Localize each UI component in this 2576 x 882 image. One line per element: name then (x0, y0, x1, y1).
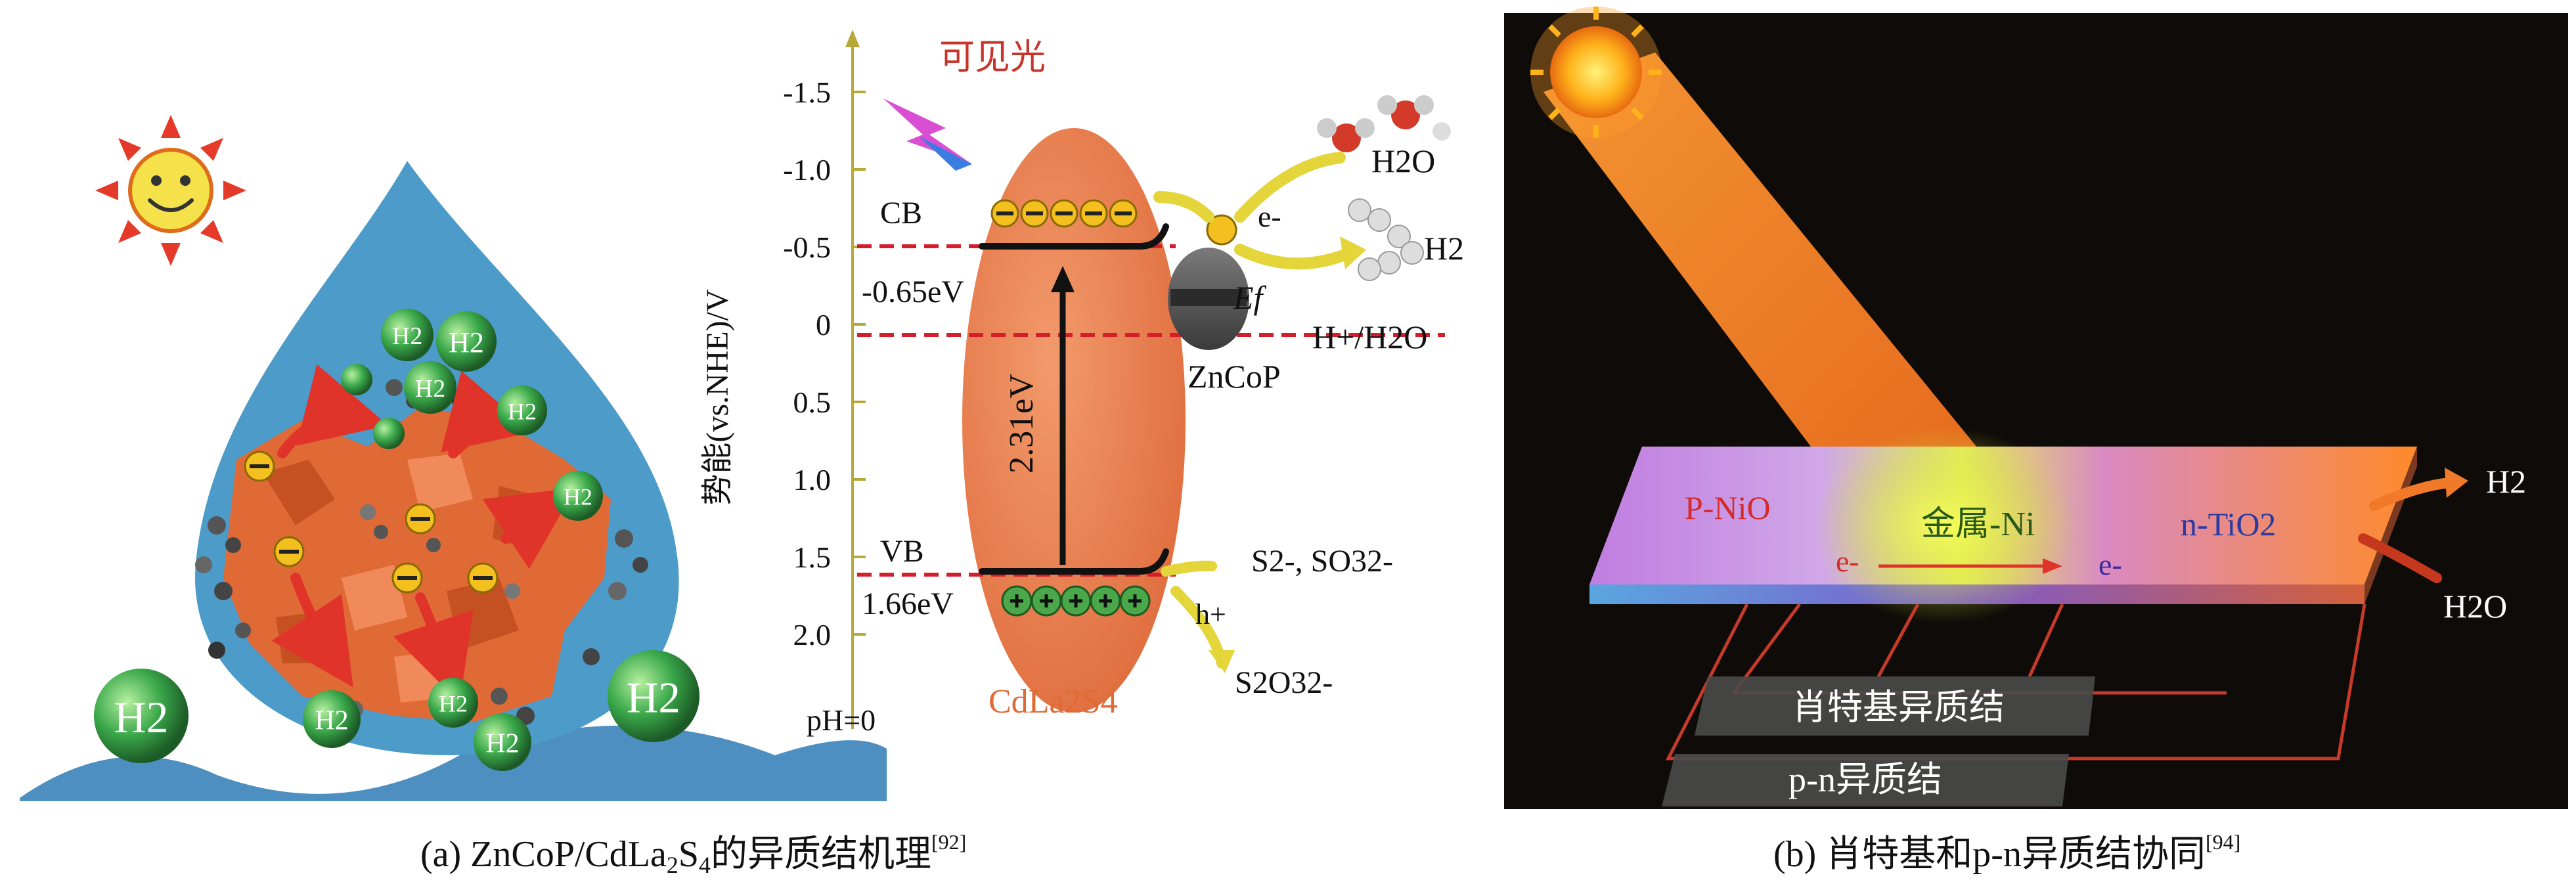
h2o-in-arrow (2358, 533, 2442, 583)
h2-out-arrowhead (2445, 468, 2468, 498)
h2o-arrow (1234, 152, 1346, 223)
caption-a: (a) ZnCoP/CdLa2S4的异质结机理[92] (420, 830, 967, 878)
h2-bubble (303, 690, 361, 748)
gap-value: 2.31eV (1003, 374, 1040, 474)
electron-label-right: e- (2099, 548, 2122, 581)
axis-tick-label: 0.5 (793, 386, 832, 419)
schottky-label: 肖特基异质结 (1792, 688, 2005, 727)
electron-flow-arrowhead (2043, 558, 2062, 574)
axis-label: 势能(vs.NHE)/V (700, 289, 735, 506)
h2-bubble-label: H2 (564, 483, 592, 510)
hole-label: h+ (1195, 598, 1226, 630)
caption-b: (b) 肖特基和p-n异质结协同[94] (1773, 830, 2241, 875)
band-diagram: -1.5 -1.0 -0.5 0 0.5 1.0 1.5 2.0 势能(vs.NHE)/V p… (700, 30, 1464, 737)
vb-value: 1.66eV (862, 586, 954, 621)
oxidation-arrowhead (1209, 650, 1235, 673)
h2-bubble-label: H2 (114, 692, 168, 742)
redox-label: H+/H2O (1312, 319, 1427, 355)
schottky-box (1695, 676, 2095, 736)
h2-bubble (497, 386, 547, 435)
schottky-pn-illustration: 肖特基异质结 p-n异质结 P-NiO 金属-Ni n-TiO2 e- e- H… (1504, 7, 2568, 809)
electron-label: e- (1258, 200, 1281, 233)
small-h2-ball (341, 364, 405, 449)
electron-transfer-arrow (1153, 191, 1214, 223)
h2-out-arrow (2369, 477, 2455, 511)
p-side-label: P-NiO (1685, 489, 1771, 526)
h2o-label: H2O (2443, 588, 2507, 625)
cb-label: CB (880, 196, 922, 231)
h2-bubble-label: H2 (485, 728, 519, 759)
axis-tick-label: -1.5 (783, 76, 831, 109)
h2-bubble (381, 309, 433, 361)
h2-bubble-label: H2 (508, 398, 537, 424)
light-beam (1543, 53, 2003, 519)
vb-holes (1001, 585, 1151, 617)
light-bolt-icon (883, 99, 972, 171)
sacrificial-reactants: S2-, SO32- (1251, 544, 1393, 579)
h2-bubble (608, 650, 700, 742)
vb-label: VB (880, 534, 924, 569)
transfer-arrows (271, 364, 576, 703)
cocatalyst-label: ZnCoP (1188, 358, 1281, 395)
cb-value: -0.65eV (862, 275, 964, 309)
axis-tick-label: 1.0 (793, 463, 832, 496)
sacrificial-product: S2O32- (1235, 665, 1333, 700)
n-side-label: n-TiO2 (2181, 506, 2276, 542)
h2-bubble-label: H2 (392, 322, 422, 350)
h2-bubble (404, 361, 456, 414)
axis-ticks: -1.5 -1.0 -0.5 0 0.5 1.0 1.5 2.0 (783, 76, 866, 651)
ph-label: pH=0 (807, 703, 876, 737)
h2-bubble (474, 713, 531, 771)
h2-bubble-label: H2 (315, 705, 348, 736)
h2-bubble-label: H2 (415, 375, 445, 403)
excitation-arrowhead (1051, 266, 1075, 292)
h2-bubble (436, 311, 497, 372)
light-label: 可见光 (939, 37, 1046, 77)
ground-wave (20, 726, 887, 801)
pn-box (1662, 754, 2069, 806)
h2-bubble-label: H2 (439, 690, 468, 717)
h2-label: H2 (1424, 230, 1464, 267)
axis-tick-label: 2.0 (793, 618, 832, 651)
axis-tick-label: -1.0 (783, 153, 831, 187)
h2-bubble (553, 471, 603, 521)
axis-tick-label: -0.5 (783, 231, 831, 264)
cb-band (979, 223, 1169, 250)
hydrogen-molecules-icon (1348, 198, 1424, 281)
metal-glow (1813, 427, 2076, 624)
water-molecules-icon (1317, 95, 1451, 152)
axis-arrowhead (845, 30, 860, 47)
slab-side-edge (2365, 447, 2417, 604)
electron-markers (244, 451, 499, 594)
axis-tick-label: 1.5 (793, 540, 832, 574)
h2-label: H2 (2486, 463, 2526, 500)
hole-transfer-arrow (1161, 560, 1217, 577)
h2-arrowhead (1340, 236, 1366, 269)
h2-bubble-label: H2 (627, 674, 680, 722)
vb-band (979, 548, 1169, 575)
axis-tick-label: 0 (816, 308, 831, 342)
zncop-particle (1168, 214, 1249, 350)
pn-label: p-n异质结 (1788, 760, 1942, 799)
cb-electrons (990, 199, 1138, 228)
sun-icon (1530, 7, 1662, 138)
h2-arrow (1234, 244, 1356, 270)
sun-icon (95, 115, 246, 266)
metal-label: 金属-Ni (1921, 506, 2035, 543)
h2-bubble-label: H2 (449, 326, 484, 359)
h2-bubble (94, 669, 189, 763)
h2-bubble (428, 678, 478, 728)
h2o-label: H2O (1371, 143, 1435, 179)
electron-label-left: e- (1836, 544, 1859, 578)
fermi-label: Ef (1233, 279, 1267, 316)
cdla2s4-particle (962, 128, 1186, 713)
semiconductor-label: CdLa2S4 (988, 683, 1117, 720)
